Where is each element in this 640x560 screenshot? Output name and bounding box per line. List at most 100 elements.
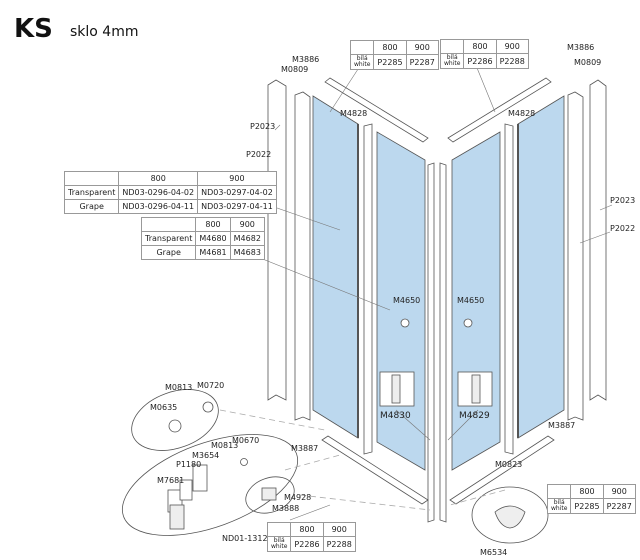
row-label: white xyxy=(551,505,568,512)
table-cell: Transparent xyxy=(63,185,120,200)
bottom-rail-left xyxy=(321,435,429,505)
diagram-part xyxy=(121,62,613,544)
label-m4650-left: M4650 xyxy=(393,296,420,305)
table-cell: 800 xyxy=(373,40,407,55)
col-800: 800 xyxy=(118,171,199,186)
table-cell: Grape xyxy=(140,245,197,260)
table-cell: 800 xyxy=(290,522,324,537)
diagram-part xyxy=(192,464,208,492)
row-label: bílá xyxy=(553,499,565,506)
fixed-glass-left xyxy=(312,95,359,439)
diagram-part xyxy=(239,249,391,311)
label-m4828-right: M4828 xyxy=(508,109,535,118)
fixed-glass-right xyxy=(517,95,565,439)
detail-ellipse-b xyxy=(121,434,299,536)
diagram-part xyxy=(579,231,611,244)
table-cell: Grape xyxy=(63,199,120,214)
label-m4928: M4928 xyxy=(284,493,311,502)
label-nd01-1312: ND01-1312 xyxy=(222,534,268,543)
label-p2023-left: P2023 xyxy=(250,122,275,131)
diagram-part xyxy=(168,419,182,433)
label-p1180: P1180 xyxy=(176,460,201,469)
label-m4828-left: M4828 xyxy=(340,109,367,118)
glass-thickness: sklo 4mm xyxy=(70,24,139,40)
table-cell xyxy=(546,484,572,499)
bottom-rail-right xyxy=(449,435,555,505)
table-cell: P2286 xyxy=(463,53,497,69)
diagram-part xyxy=(202,401,214,413)
diagram-part xyxy=(179,479,193,501)
row-label: bílá xyxy=(446,54,458,61)
door-profile-right xyxy=(504,123,514,455)
row-label: bílá xyxy=(356,55,368,62)
label-m4829: M4829 xyxy=(459,411,490,421)
table-cell xyxy=(63,171,120,186)
profile-p2022-left xyxy=(294,91,311,421)
table-cell: 800 xyxy=(570,484,604,499)
label-m3887-left: M3887 xyxy=(291,444,318,453)
diagram-part xyxy=(240,458,248,466)
table-cell: M4682 xyxy=(229,231,265,246)
profile-p2023-right xyxy=(589,79,607,401)
table-cell: 900 xyxy=(602,484,636,499)
diagram-part xyxy=(599,204,613,211)
table-cell: M4680 xyxy=(195,231,231,246)
table-cell: 900 xyxy=(405,40,439,55)
diagram-part xyxy=(261,487,277,501)
diagram-part xyxy=(395,409,431,441)
label-m0823: M0823 xyxy=(495,460,522,469)
label-m0813-b: M0813 xyxy=(211,441,238,450)
table-cell: P2286 xyxy=(290,536,324,552)
table-cell: 800 xyxy=(195,217,231,232)
profile-p2022-right xyxy=(567,91,584,421)
diagram-part xyxy=(299,494,431,511)
diagram-part xyxy=(447,409,479,441)
row-label: bílá xyxy=(273,537,285,544)
table-cell xyxy=(140,217,197,232)
table-cell: 900 xyxy=(322,522,356,537)
table-cell: P2287 xyxy=(405,54,439,70)
table-cell: M4681 xyxy=(195,245,231,260)
top-rail-right xyxy=(447,77,552,143)
product-title: KS xyxy=(14,14,53,44)
label-m0813-a: M0813 xyxy=(165,383,192,392)
center-profile-left xyxy=(427,162,435,523)
top-rail-left xyxy=(324,77,429,143)
table-cell: M4683 xyxy=(229,245,265,260)
label-m4650-right: M4650 xyxy=(457,296,484,305)
table-cell: P2288 xyxy=(322,536,356,552)
diagram-part xyxy=(329,62,363,113)
table-cell xyxy=(439,39,465,54)
diagram-part xyxy=(494,505,526,529)
label-m4830: M4830 xyxy=(380,411,411,421)
diagram-part xyxy=(289,504,331,521)
label-p2022-left: P2022 xyxy=(246,150,271,159)
row-label: white xyxy=(444,60,461,67)
table-cell: 900 xyxy=(229,217,265,232)
table-cell: 800 xyxy=(463,39,497,54)
diagram-part: M3886 M0809 M4828 P2023 P2022 M3886 M080… xyxy=(150,43,635,557)
table-cell: P2285 xyxy=(570,498,604,514)
table-cell: ND03-0296-04-02 xyxy=(118,185,199,200)
label-m3886-left: M3886 xyxy=(292,55,319,64)
label-m0635: M0635 xyxy=(150,403,177,412)
label-p2023-right: P2023 xyxy=(610,196,635,205)
